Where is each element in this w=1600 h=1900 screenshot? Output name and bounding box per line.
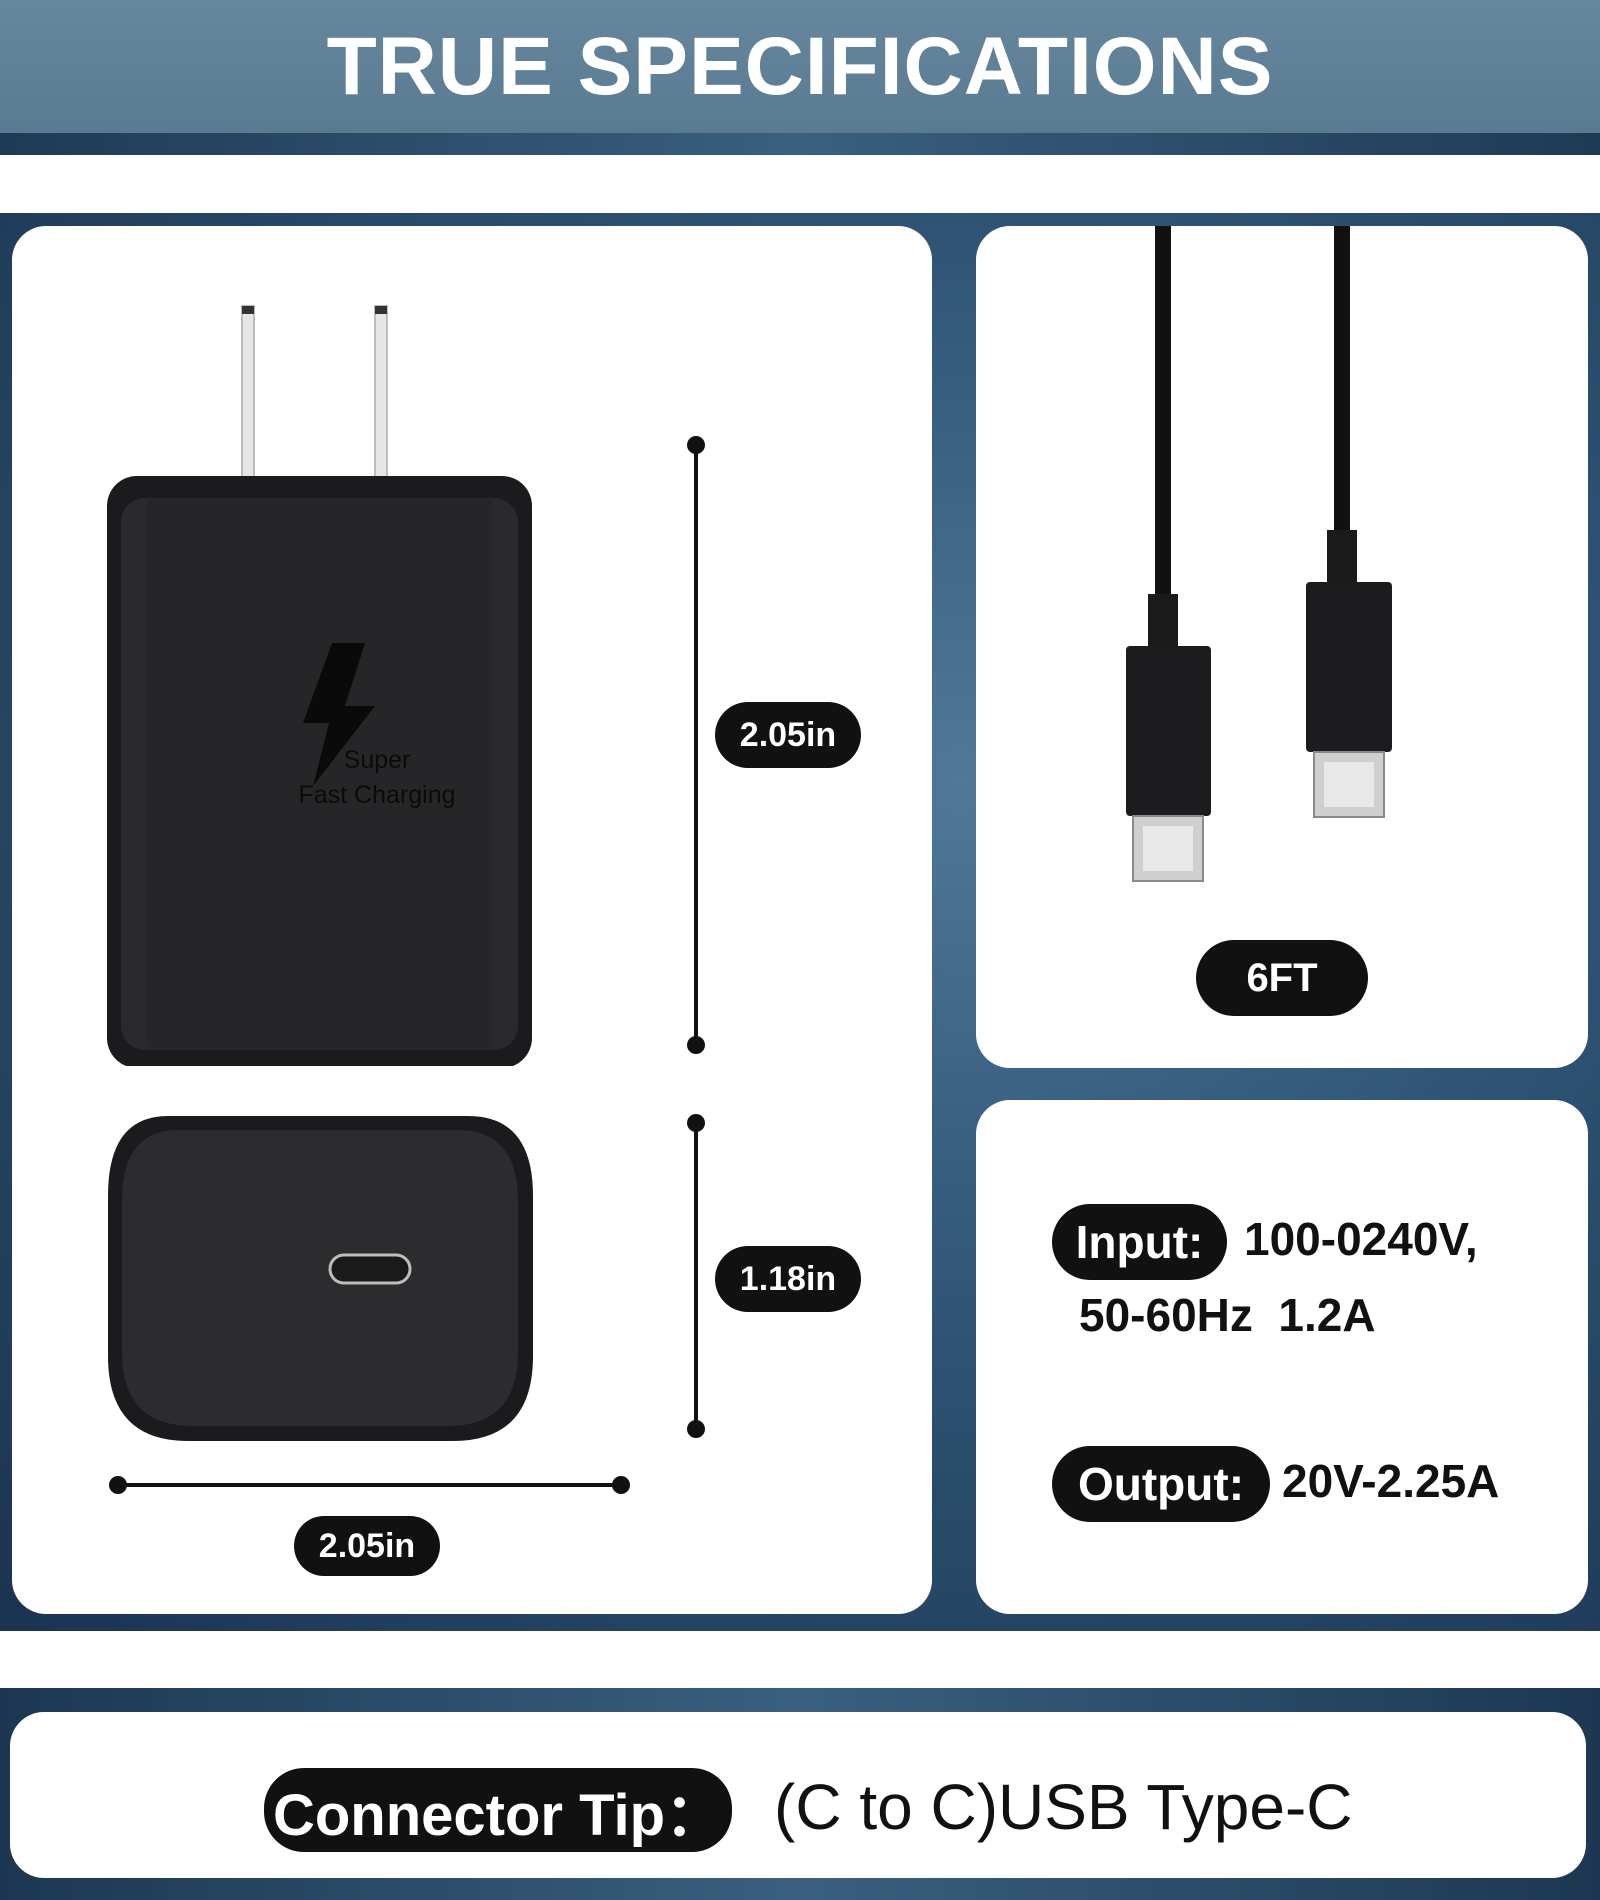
input-value-line2: 50-60Hz 1.2A (1079, 1289, 1376, 1341)
connector-label-badge: Connector Tip： (264, 1768, 732, 1852)
connector-value: (C to C)USB Type-C (774, 1771, 1353, 1843)
input-label-badge: Input: (1052, 1204, 1227, 1280)
cable-length-badge: 6FT (1196, 940, 1368, 1016)
page-title: TRUE SPECIFICATIONS (326, 20, 1274, 112)
charger-front-image (107, 305, 532, 1066)
depth-dimension-line (694, 1123, 698, 1429)
height-dimension-badge: 2.05in (715, 702, 861, 768)
charger-bottom-image (108, 1116, 533, 1441)
input-value-line1: 100-0240V, (1244, 1213, 1478, 1265)
lightning-icon (303, 643, 375, 786)
header-banner: TRUE SPECIFICATIONS (0, 0, 1600, 133)
charger-label-line1: Super (343, 746, 411, 774)
connector-card: Connector Tip： (C to C)USB Type-C (10, 1712, 1586, 1878)
charger-card: Super Fast Charging 2.05in 1.18in 2.05in (12, 226, 932, 1614)
dim-dot (687, 1036, 705, 1054)
cable-card: 6FT (976, 226, 1588, 1068)
output-label-badge: Output: (1052, 1446, 1270, 1522)
output-value: 20V-2.25A (1282, 1455, 1500, 1507)
specs-card: Input: 100-0240V, 50-60Hz 1.2A Output: 2… (976, 1100, 1588, 1614)
height-dimension-line (694, 445, 698, 1045)
dim-dot (612, 1476, 630, 1494)
dim-dot (687, 1420, 705, 1438)
charger-label-line2: Fast Charging (298, 781, 456, 809)
header-stripe (0, 133, 1600, 155)
cable-image (1126, 226, 1392, 882)
usb-c-port-icon (328, 1253, 412, 1285)
depth-dimension-badge: 1.18in (715, 1246, 861, 1312)
width-dimension-line (118, 1483, 620, 1487)
width-dimension-badge: 2.05in (294, 1516, 440, 1576)
